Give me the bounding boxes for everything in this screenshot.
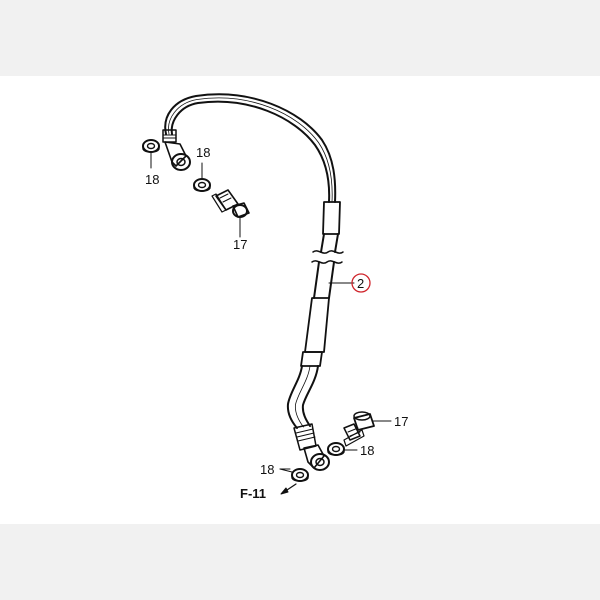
washer-bottom-right (327, 442, 345, 456)
brake-hose (162, 93, 344, 451)
washer-top-mid (193, 178, 211, 192)
leader-lines (150, 151, 392, 473)
callout-hose: 2 (357, 276, 364, 291)
callout-bolt-bottom: 17 (394, 414, 408, 429)
top-banjo-fitting (164, 141, 191, 171)
bolt-bottom (343, 411, 375, 447)
callout-washer-bottom-left: 18 (260, 462, 274, 477)
reference-label: F-11 (240, 486, 266, 501)
reference-arrow (280, 483, 297, 495)
bolt-top (211, 189, 250, 218)
bottom-banjo-fitting (303, 444, 330, 471)
washer-top-left (142, 139, 160, 153)
callout-bolt-top: 17 (233, 237, 247, 252)
callout-washer-bottom-right: 18 (360, 443, 374, 458)
highlight-circle (351, 273, 371, 293)
callout-washer-top-left: 18 (145, 172, 159, 187)
washer-bottom-left (291, 468, 309, 482)
callout-washer-top-mid: 18 (196, 145, 210, 160)
